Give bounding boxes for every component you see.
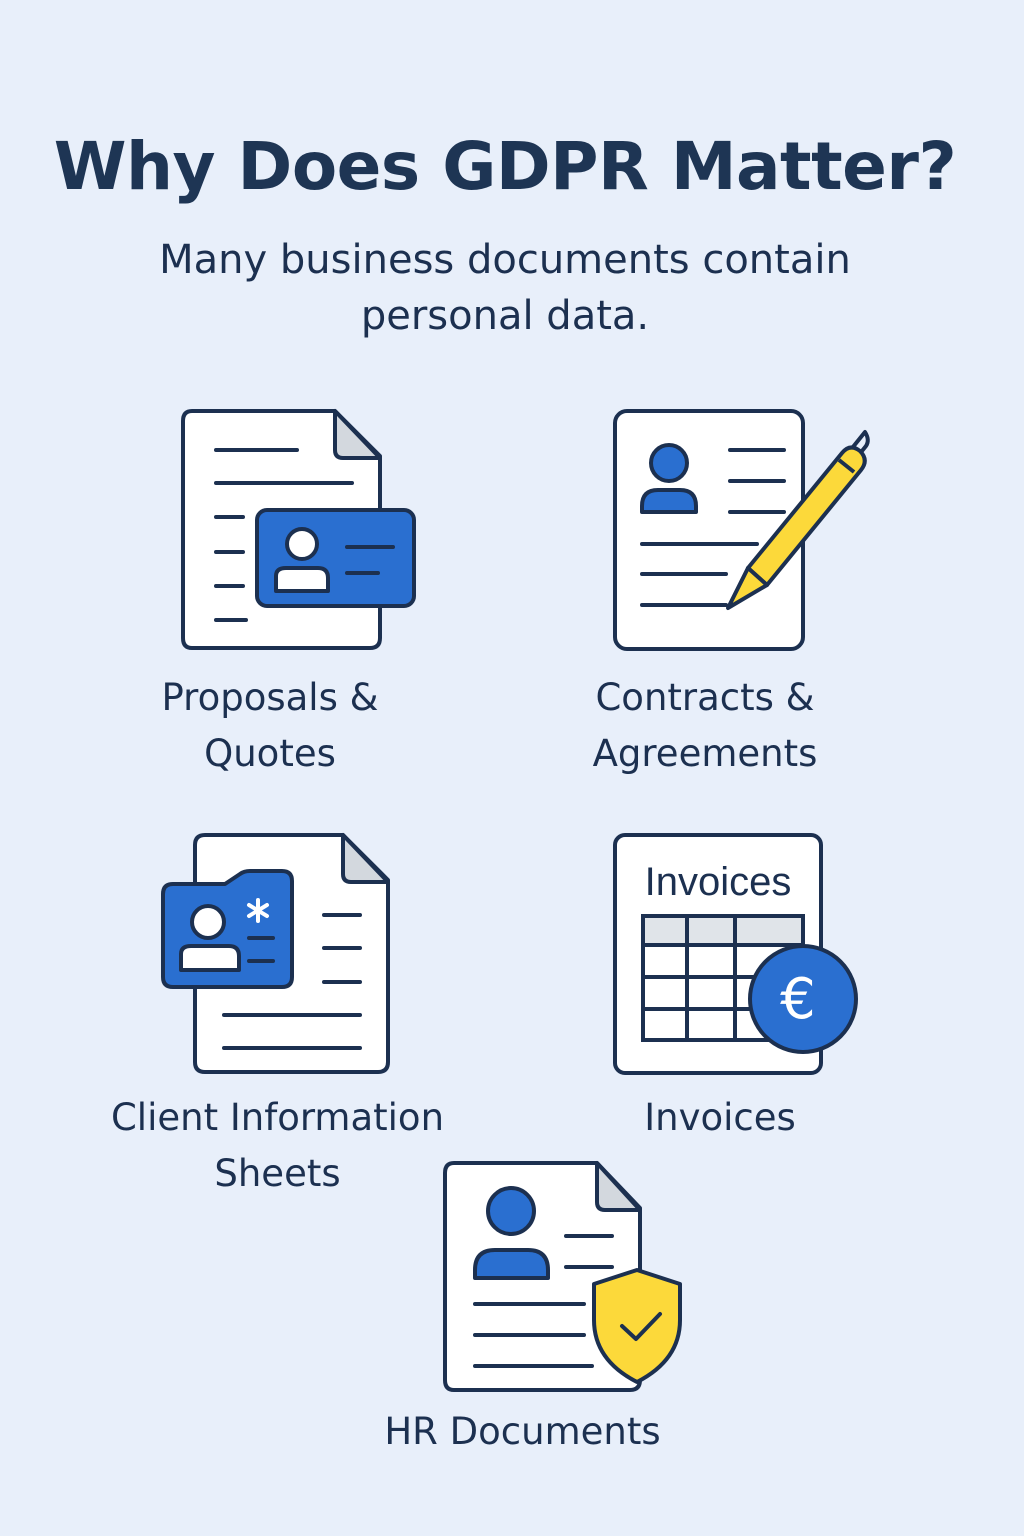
label-line-1: Contracts & [595,676,815,719]
label-line-2: Quotes [204,732,336,775]
page-title: Why Does GDPR Matter? [53,128,957,205]
invoice-icon-text: Invoices [645,860,792,904]
page-subtitle: Many business documents contain personal… [0,232,1010,344]
euro-symbol: € [780,967,816,1032]
document-with-id-card-icon [180,408,420,653]
item-label-contracts: Contracts & Agreements [560,670,850,782]
label-line-2: Agreements [592,732,818,775]
item-label-invoices: Invoices [570,1090,870,1146]
label-line-1: Invoices [644,1096,796,1139]
label-line-2: Sheets [214,1152,341,1195]
label-line-1: HR Documents [384,1410,661,1453]
subtitle-line-2: personal data. [360,293,650,339]
invoice-euro-icon: Invoices € [612,832,867,1077]
item-label-hr-documents: HR Documents [340,1404,705,1460]
label-line-1: Proposals & [161,676,379,719]
document-with-client-folder-icon [160,832,395,1077]
subtitle-line-1: Many business documents contain [159,237,851,283]
item-label-client-info: Client Information Sheets [95,1090,460,1202]
document-with-pen-icon [612,408,877,653]
document-with-shield-icon [442,1160,687,1395]
item-label-proposals: Proposals & Quotes [120,670,420,782]
label-line-1: Client Information [110,1096,445,1139]
